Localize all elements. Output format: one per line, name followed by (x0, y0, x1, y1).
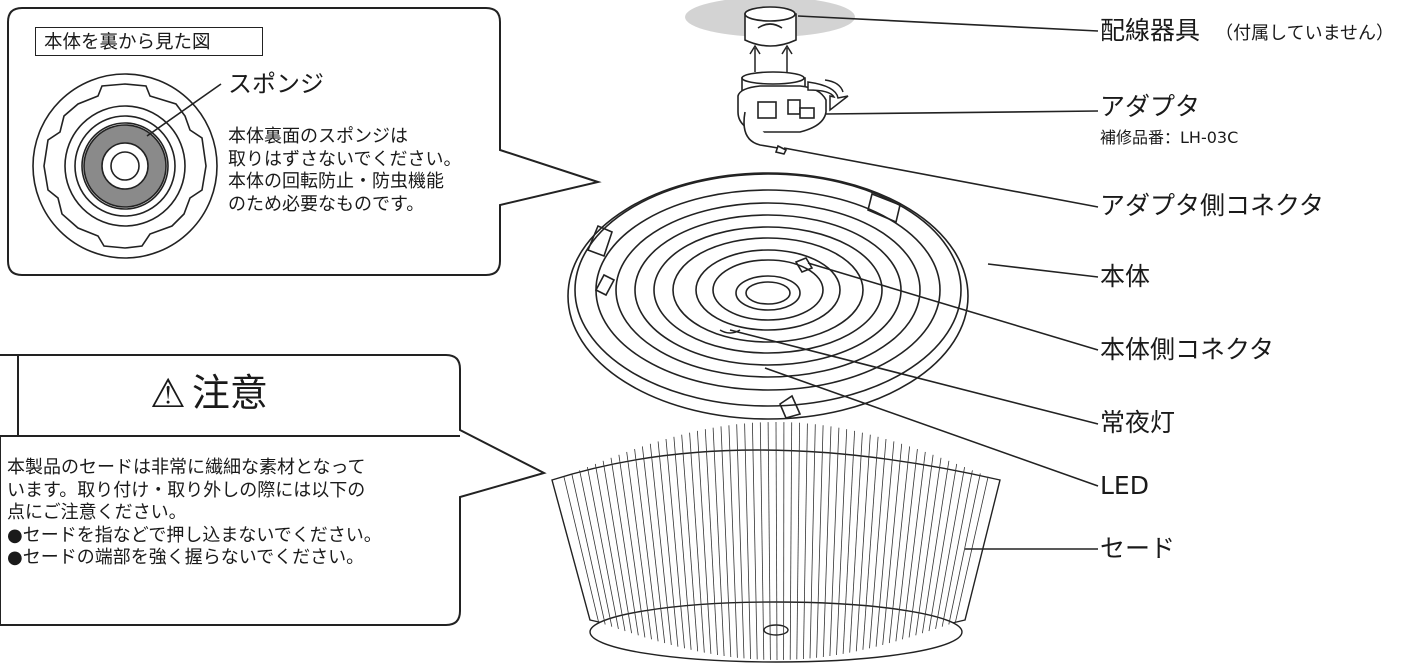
caution-line: います。取り付け・取り外しの際には以下の (7, 479, 366, 501)
sponge-note: 本体裏面のスポンジは 取りはずさないでください。 本体の回転防止・防虫機能 のた… (228, 126, 490, 216)
shade-pleat (836, 429, 848, 656)
shade-pleat (902, 451, 926, 640)
shade-pleat (728, 425, 738, 658)
shade-pleat (649, 443, 672, 645)
led-label: LED (1100, 471, 1149, 500)
shade-pleat (673, 436, 692, 650)
shade-pleat (720, 426, 732, 658)
adapter (737, 71, 827, 155)
night-light-label: 常夜灯 (1100, 408, 1176, 437)
body-connector-label: 本体側コネクタ (1100, 335, 1275, 364)
shade-pleat (915, 457, 942, 636)
shade-pleat (882, 443, 903, 645)
body-back-view (32, 73, 218, 259)
shade-pleat (822, 426, 832, 658)
shade-pleat (642, 446, 666, 644)
shade-pleat (657, 441, 679, 647)
shade-label: セード (1100, 534, 1176, 563)
shade-pleat (634, 449, 659, 642)
body-label: 本体 (1100, 262, 1151, 291)
shade-pleat (869, 438, 887, 649)
sponge-note-line: 本体裏面のスポンジは (228, 126, 408, 147)
caution-line: 本製品のセードは非常に繊細な素材となって (7, 457, 366, 478)
rotation-arrow (807, 81, 849, 112)
shade-pleat (610, 457, 639, 636)
wiring-device-note: （付属していません） (1215, 23, 1395, 44)
shade-pleat (796, 422, 800, 660)
shade-pleat (697, 430, 712, 654)
shade-pleat (775, 421, 778, 661)
adapter-label: アダプタ (1100, 92, 1201, 121)
warning-triangle-icon: ⚠ (150, 371, 186, 417)
body-plate (567, 172, 969, 420)
shade-pleat (752, 422, 758, 660)
caution-body: 本製品のセードは非常に繊細な素材となって います。取り付け・取り外しの際には以下… (7, 457, 457, 570)
shade-pleat (736, 424, 745, 659)
shade-pleat (803, 423, 808, 660)
shade-pleat (681, 434, 699, 652)
shade-pleat (948, 473, 981, 625)
sponge-ring (84, 125, 166, 207)
caution-line: ●セードの端部を強く握らないでください。 (7, 547, 365, 568)
shade (551, 449, 1001, 663)
shade-pleat (862, 436, 879, 650)
shade-pleat (571, 473, 606, 625)
shade-pleat (563, 476, 599, 623)
leader-lines (729, 15, 1099, 550)
sponge-note-line: のため必要なものです。 (228, 193, 425, 215)
caution-line: 点にご注意ください。 (7, 502, 187, 523)
shade-pleat (849, 432, 863, 653)
sponge-note-line: 取りはずさないでください。 (228, 148, 462, 170)
shade-pleat (816, 425, 824, 658)
shade-pleat (895, 449, 918, 642)
shade-pleat (594, 463, 626, 632)
shade-pleat (829, 427, 840, 657)
wiring-device (744, 6, 797, 47)
shade-pleat (618, 454, 646, 638)
caution-callout-box (0, 354, 547, 626)
shade-pleat (767, 422, 771, 660)
shade-pleat (922, 460, 950, 634)
adapter-connector-label: アダプタ側コネクタ (1100, 191, 1325, 220)
shade-pleat (789, 422, 793, 660)
shade-pleat (689, 432, 705, 653)
shade-pleat (665, 438, 685, 649)
shade-pleat (759, 422, 765, 660)
shade-pleat (579, 470, 613, 627)
shade-pleat (908, 454, 934, 638)
shade-pleat (809, 424, 816, 659)
adapter-part-number: 補修品番：LH-03C (1100, 128, 1239, 147)
caution-title: 注意 (191, 371, 268, 416)
shade-pleat (712, 427, 725, 657)
shade-pleat (888, 446, 910, 644)
shade-pleat (602, 460, 632, 634)
shade-pleat (875, 441, 895, 647)
shade-pleat (587, 467, 619, 629)
shade-pleat (842, 430, 855, 654)
sponge-note-line: 本体の回転防止・防虫機能 (228, 171, 444, 192)
shade-pleat (928, 463, 958, 632)
sponge-leader (146, 83, 222, 137)
shade-pleats (563, 421, 989, 661)
shade-pleat (935, 467, 965, 629)
inset-title: 本体を裏から見た図 (35, 27, 263, 56)
wiring-device-label: 配線器具 （付属していません） (1100, 16, 1395, 45)
shade-pleat (855, 434, 871, 652)
caution-heading: ⚠ 注意 (150, 370, 268, 418)
shade-pleat (626, 451, 652, 640)
inset-callout-box (7, 7, 602, 276)
shade-pleat (744, 423, 751, 660)
caution-line: ●セードを指などで押し込まないでください。 (7, 524, 382, 546)
shade-pleat (704, 429, 718, 656)
shade-pleat (941, 470, 973, 627)
sponge-label: スポンジ (228, 70, 324, 98)
